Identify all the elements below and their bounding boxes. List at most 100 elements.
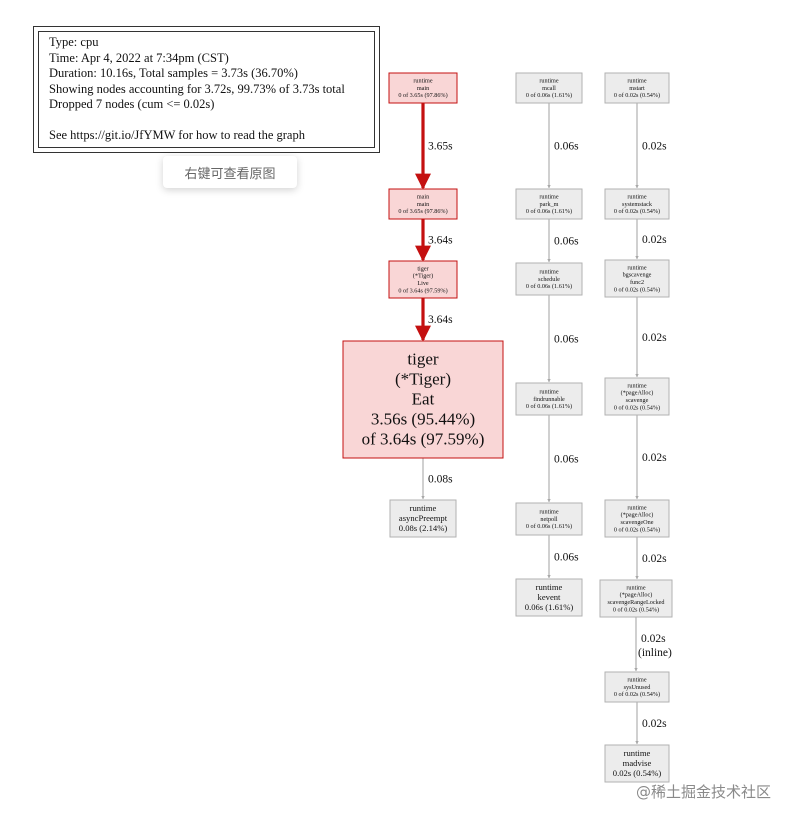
node-label-line: 0 of 0.02s (0.54%)	[614, 208, 660, 215]
node-label-line: runtime	[410, 503, 437, 513]
node-label-line: 0.08s (2.14%)	[399, 523, 448, 533]
legend-box: Type: cpu Time: Apr 4, 2022 at 7:34pm (C…	[33, 26, 380, 153]
edge-mcall-to-park-m: 0.06s	[547, 103, 579, 189]
node-label-line: (*pageAlloc)	[621, 390, 654, 397]
node-label-line: madvise	[623, 758, 652, 768]
edge-label: 0.06s	[554, 141, 579, 153]
edge-scavenge-to-scavenge-one: 0.02s	[635, 415, 667, 500]
edge-sys-unused-to-madvise: 0.02s	[635, 702, 667, 745]
edge-scavenge-one-to-scavenge-range-locked: 0.02s	[635, 537, 667, 580]
node-label-line: runtime	[539, 508, 558, 515]
node-label-line: tiger	[407, 349, 438, 368]
node-label-line: 0.02s (0.54%)	[613, 768, 662, 778]
node-label-line: systemstack	[622, 201, 653, 208]
node-label-line: func2	[630, 279, 644, 286]
node-label-line: main	[417, 193, 429, 200]
node-label-line: 0 of 0.06s (1.61%)	[526, 283, 572, 290]
node-label-line: scavengeOne	[621, 519, 654, 526]
node-label-line: runtime	[536, 582, 563, 592]
node-label-line: (*Tiger)	[395, 369, 451, 388]
node-label-line: runtime	[413, 77, 432, 84]
node-label-line: 3.56s (95.44%)	[371, 409, 475, 428]
node-label-line: scavenge	[626, 397, 649, 404]
node-label-line: sysUnused	[624, 684, 652, 691]
node-label-line: findrunnable	[533, 396, 565, 403]
edge-park-m-to-schedule: 0.06s	[547, 219, 579, 263]
edge-label: 0.06s	[554, 454, 579, 466]
edge-main-main-to-tiger-live: 3.64s	[415, 219, 453, 262]
legend-text: Type: cpu Time: Apr 4, 2022 at 7:34pm (C…	[38, 31, 375, 148]
node-label-line: (*Tiger)	[413, 273, 433, 280]
edge-label-inline: (inline)	[638, 647, 672, 659]
node-label-line: 0 of 3.64s (97.59%)	[398, 287, 447, 294]
edge-label: 0.02s	[642, 718, 667, 730]
edge-label: 3.64s	[428, 235, 453, 247]
legend-type: Type: cpu	[49, 35, 99, 49]
edge-runtime-main-to-main-main: 3.65s	[415, 103, 453, 190]
node-label-line: runtime	[539, 268, 558, 275]
legend-dropped: Dropped 7 nodes (cum <= 0.02s)	[49, 97, 215, 112]
node-label-line: runtime	[626, 584, 645, 591]
node-label-line: runtime	[627, 382, 646, 389]
edge-label: 0.06s	[554, 552, 579, 564]
node-label-line: bgscavenge	[623, 272, 652, 279]
edge-label: 0.02s	[642, 452, 667, 464]
edge-scavenge-range-locked-to-sys-unused: 0.02s (inline)	[634, 617, 672, 672]
node-label-line: park_m	[540, 201, 559, 208]
edge-label: 0.06s	[554, 236, 579, 248]
edge-label: 3.64s	[428, 314, 453, 326]
legend-showing: Showing nodes accounting for 3.72s, 99.7…	[49, 81, 345, 96]
edge-label: 0.02s	[642, 332, 667, 344]
edge-tiger-live-to-tiger-eat: 3.64s	[415, 298, 453, 342]
node-label-line: 0 of 0.02s (0.54%)	[614, 92, 660, 99]
edge-label: 0.02s	[642, 234, 667, 246]
edge-label: 0.02s	[641, 633, 666, 645]
view-original-tooltip[interactable]: 右键可查看原图	[163, 156, 297, 188]
node-label-line: 0 of 0.02s (0.54%)	[614, 286, 660, 293]
node-label-line: kevent	[538, 592, 562, 602]
edge-findrunnable-to-netpoll: 0.06s	[547, 415, 579, 503]
legend-help-link[interactable]: See https://git.io/JfYMW for how to read…	[49, 127, 305, 142]
edge-schedule-to-findrunnable: 0.06s	[547, 295, 579, 383]
edge-netpoll-to-kevent: 0.06s	[547, 535, 579, 579]
node-label-line: 0 of 3.65s (97.86%)	[398, 208, 447, 215]
node-label-line: runtime	[627, 193, 646, 200]
node-label-line: Live	[417, 280, 429, 287]
node-label-line: runtime	[627, 77, 646, 84]
node-label-line: Eat	[412, 389, 435, 408]
node-label-line: (*pageAlloc)	[620, 592, 653, 599]
edge-label: 0.02s	[642, 141, 667, 153]
node-label-line: netpoll	[540, 516, 557, 523]
node-label-line: mcall	[542, 85, 556, 92]
node-label-line: 0 of 0.02s (0.54%)	[613, 606, 659, 613]
node-scavenge-range-locked[interactable]: runtime(*pageAlloc)scavengeRangeLocked0 …	[599, 579, 673, 618]
node-label-line: 0 of 3.65s (97.86%)	[398, 92, 447, 99]
edge-label: 0.08s	[428, 474, 453, 486]
node-label-line: 0 of 0.06s (1.61%)	[526, 92, 572, 99]
edge-label: 0.02s	[642, 553, 667, 565]
node-label-line: (*pageAlloc)	[621, 512, 654, 519]
node-label-line: 0 of 0.02s (0.54%)	[614, 691, 660, 698]
legend-duration: Duration: 10.16s, Total samples = 3.73s …	[49, 66, 298, 81]
edge-tiger-eat-to-async-preempt: 0.08s	[421, 458, 453, 500]
node-label-line: runtime	[627, 264, 646, 271]
edge-systemstack-to-bgscavenge-func2: 0.02s	[635, 219, 667, 260]
